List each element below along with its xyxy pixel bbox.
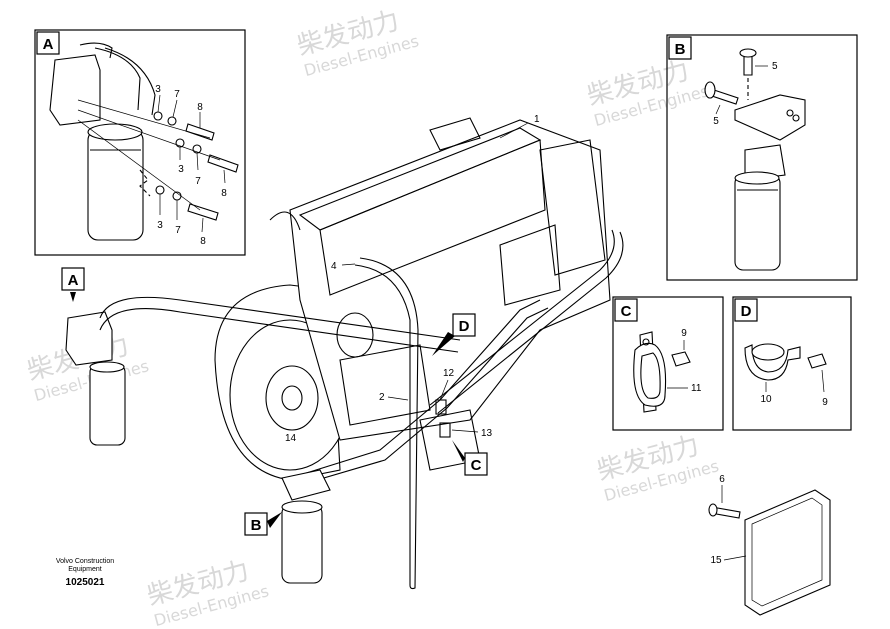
- engine-assembly: [99, 117, 624, 590]
- callout-6: 6: [719, 474, 725, 485]
- callout-3: 3: [155, 84, 161, 95]
- callout-9: 9: [822, 397, 828, 408]
- callout-3: 3: [178, 164, 184, 175]
- callout-1: 1: [534, 114, 540, 125]
- callout-9: 9: [681, 328, 687, 339]
- hose-clamp-c: [633, 331, 691, 413]
- callout-12: 12: [443, 368, 455, 379]
- callout-7: 7: [175, 225, 181, 236]
- callout-13: 13: [481, 428, 493, 439]
- callout-4: 4: [331, 261, 337, 272]
- fuel-filter-assembly-b: [704, 48, 806, 271]
- view-marker-b-box: [244, 512, 268, 536]
- detail-box-b-letter: B: [675, 41, 686, 58]
- view-marker-a: A: [68, 272, 79, 289]
- view-marker-d-box: [452, 313, 476, 337]
- publisher-caption: Volvo Construction Equipment: [40, 558, 130, 574]
- callout-15: 15: [710, 555, 722, 566]
- callout-11: 11: [691, 383, 702, 394]
- callout-5: 5: [772, 61, 778, 72]
- callout-5: 5: [713, 116, 719, 127]
- detail-box-c-letter: C: [621, 303, 632, 320]
- callout-8: 8: [200, 236, 206, 247]
- callout-7: 7: [195, 176, 201, 187]
- callout-8: 8: [197, 102, 203, 113]
- callout-10: 10: [760, 394, 772, 405]
- callout-14: 14: [285, 433, 297, 444]
- view-marker-c-box: [464, 452, 488, 476]
- p-clamp-d: [744, 343, 827, 381]
- view-marker-a-box: [61, 267, 85, 291]
- detail-box-d: D 10 9: [732, 296, 852, 431]
- view-marker-d: D: [459, 318, 470, 335]
- detail-box-a-letter: A: [43, 36, 54, 53]
- detail-box-b: B 5 5: [666, 34, 858, 281]
- fuel-filter-lower: [281, 469, 331, 584]
- callout-lines-a: [157, 94, 226, 233]
- document-number: 1025021: [65, 577, 105, 588]
- detail-box-d-letter: D: [741, 303, 752, 320]
- publisher-caption-line2: Equipment: [68, 566, 102, 573]
- fuel-filter-left: [65, 311, 126, 446]
- callout-2: 2: [379, 392, 385, 403]
- callout-3: 3: [157, 220, 163, 231]
- detail-box-a: A: [34, 29, 246, 256]
- callout-8: 8: [221, 188, 227, 199]
- view-marker-c: C: [471, 457, 482, 474]
- callout-7: 7: [174, 89, 180, 100]
- view-marker-b: B: [251, 517, 262, 534]
- detail-box-c: C 9 11: [612, 296, 724, 431]
- fuel-filter-assembly-a: [49, 42, 239, 241]
- publisher-caption-line1: Volvo Construction: [55, 558, 115, 565]
- cover-plate-15: [708, 489, 831, 616]
